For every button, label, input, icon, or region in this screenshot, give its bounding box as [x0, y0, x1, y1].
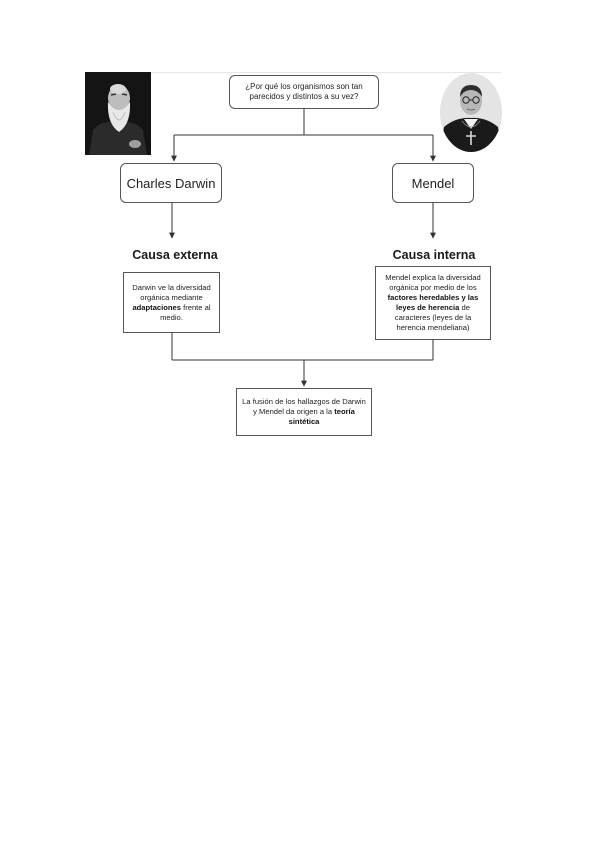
mendel-portrait	[440, 73, 502, 152]
mendel-name-box: Mendel	[392, 163, 474, 203]
mendel-desc-bold: factores heredables y las leyes de heren…	[387, 293, 479, 312]
question-box: ¿Por qué los organismos son tan parecido…	[229, 75, 379, 109]
mendel-desc-part2: de caracteres (leyes de la herencia mend…	[394, 303, 472, 332]
internal-cause-title: Causa interna	[392, 248, 476, 262]
darwin-name: Charles Darwin	[126, 175, 216, 191]
conclusion-part1: La fusión de los hallazgos de Darwin y M…	[242, 397, 366, 416]
conclusion-text: La fusión de los hallazgos de Darwin y M…	[241, 397, 367, 427]
external-cause-title: Causa externa	[132, 248, 218, 262]
darwin-desc-bold: adaptaciones	[132, 302, 181, 312]
conclusion-bold: teoría sintética	[288, 407, 355, 426]
conclusion-box: La fusión de los hallazgos de Darwin y M…	[236, 388, 372, 436]
question-text: ¿Por qué los organismos son tan parecido…	[245, 82, 363, 101]
mendel-name: Mendel	[411, 175, 455, 191]
darwin-desc-part1: Darwin ve la diversidad orgánica mediant…	[132, 282, 211, 302]
mendel-desc-part1: Mendel explica la diversidad orgánica po…	[385, 273, 481, 292]
darwin-description-box: Darwin ve la diversidad orgánica mediant…	[123, 272, 220, 333]
darwin-description: Darwin ve la diversidad orgánica mediant…	[128, 283, 215, 323]
mendel-description: Mendel explica la diversidad orgánica po…	[380, 273, 486, 333]
mendel-description-box: Mendel explica la diversidad orgánica po…	[375, 266, 491, 340]
top-rule	[150, 72, 501, 73]
darwin-desc-part2: frente al medio.	[160, 302, 211, 322]
darwin-portrait	[85, 72, 151, 155]
darwin-name-box: Charles Darwin	[120, 163, 222, 203]
